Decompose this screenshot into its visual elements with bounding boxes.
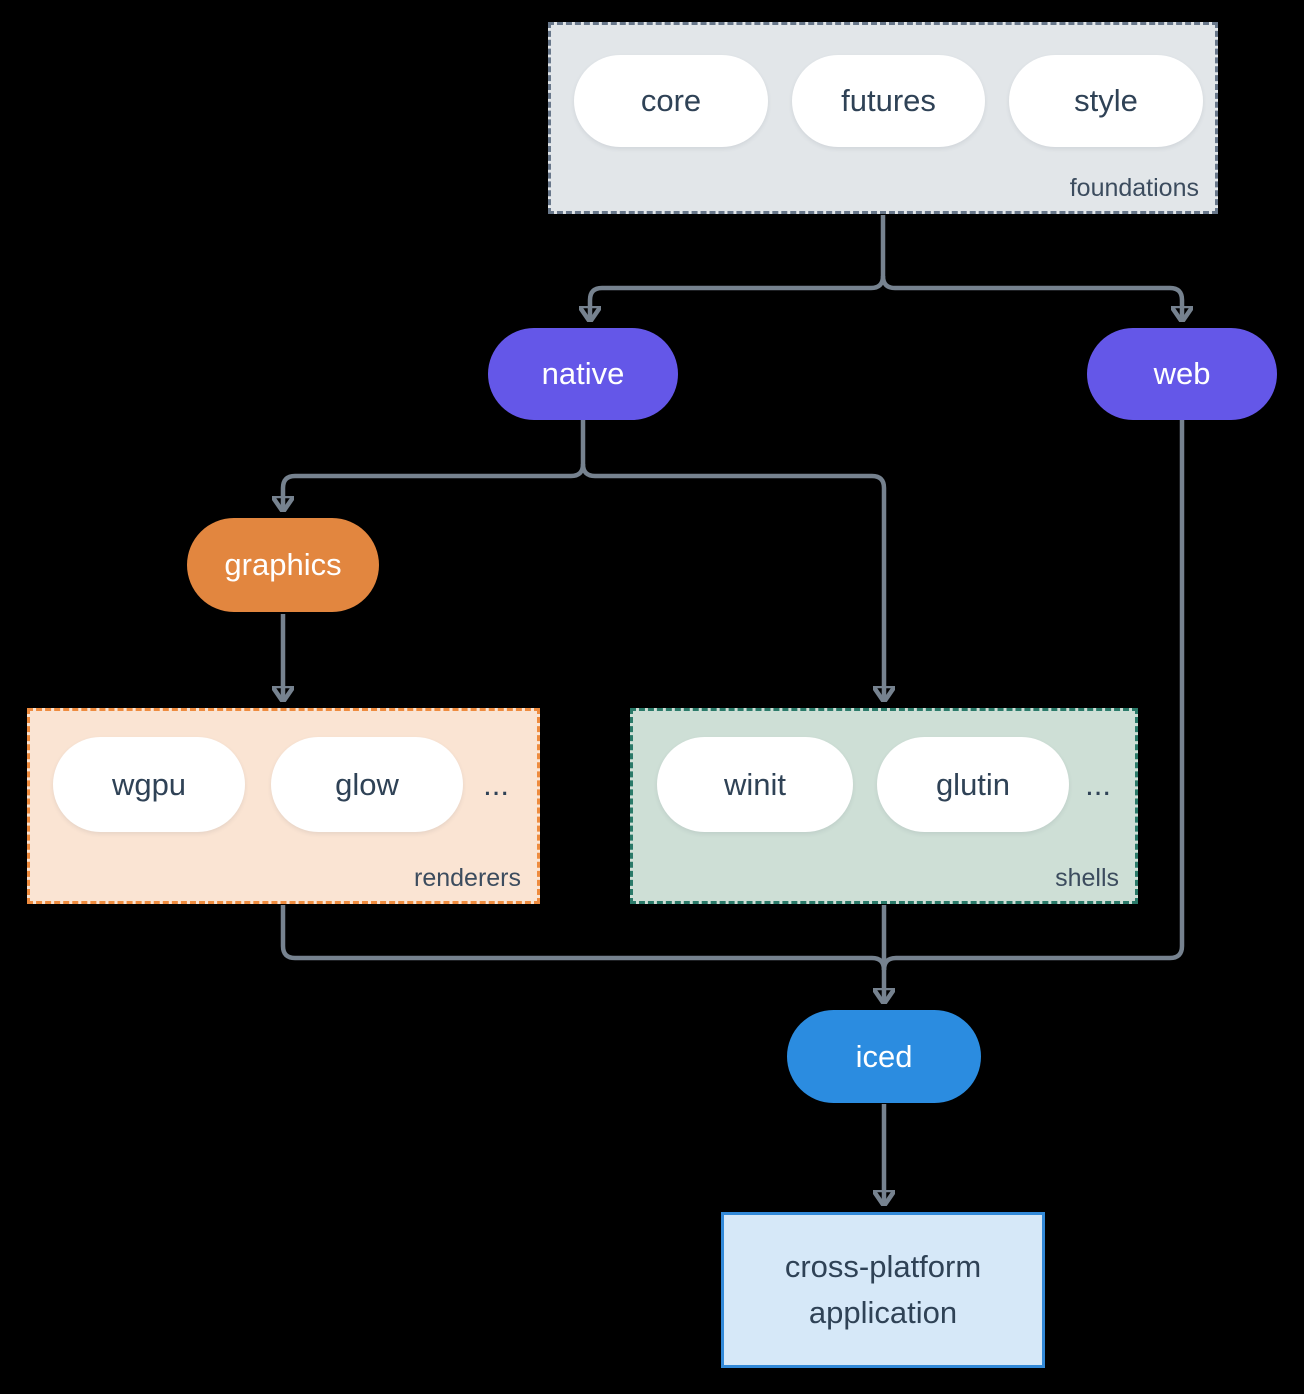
node-native-label: native (541, 356, 625, 391)
node-cross-platform-application: cross-platform application (721, 1212, 1045, 1368)
connector-foundations-to-native (590, 215, 886, 320)
node-winit-label: winit (723, 766, 786, 802)
node-style: style (1009, 55, 1203, 147)
foundations-group: core futures style foundations (548, 22, 1218, 214)
node-graphics: graphics (187, 518, 379, 612)
connector-native-to-shells (580, 463, 884, 700)
shells-ellipsis: ... (1085, 767, 1111, 802)
node-wgpu: wgpu (53, 737, 245, 832)
node-style-label: style (1074, 83, 1138, 118)
node-core: core (574, 55, 768, 147)
foundations-group-label: foundations (1069, 174, 1199, 202)
application-label-line2: application (808, 1295, 958, 1330)
connector-foundations-to-web (880, 275, 1182, 320)
node-wgpu-label: wgpu (111, 766, 187, 802)
shells-group-label: shells (1055, 864, 1119, 892)
renderers-group-label: renderers (414, 864, 521, 892)
node-glow-label: glow (335, 766, 399, 802)
application-label-line1: cross-platform (784, 1248, 982, 1284)
node-winit: winit (657, 737, 853, 832)
node-core-label: core (640, 83, 702, 118)
node-native: native (488, 328, 678, 420)
node-futures-label: futures (841, 83, 936, 118)
node-glow: glow (271, 737, 463, 832)
node-iced: iced (787, 1010, 981, 1103)
node-web-label: web (1153, 356, 1211, 391)
node-iced-label: iced (855, 1038, 913, 1074)
shells-group: winit glutin ... shells (630, 708, 1138, 904)
node-glutin: glutin (877, 737, 1069, 832)
connector-renderers-to-merge (280, 905, 887, 971)
node-glutin-label: glutin (935, 766, 1011, 802)
renderers-ellipsis: ... (483, 767, 509, 802)
node-futures: futures (792, 55, 985, 147)
node-web: web (1087, 328, 1277, 420)
connector-native-to-graphics (283, 420, 586, 510)
node-graphics-label: graphics (224, 547, 342, 582)
renderers-group: wgpu glow ... renderers (27, 708, 540, 904)
